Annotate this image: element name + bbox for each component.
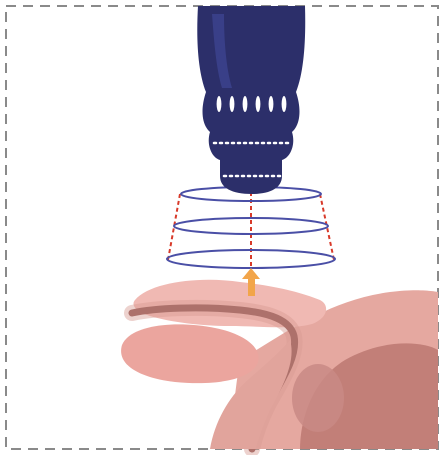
anatomy-cross-section (121, 280, 438, 449)
arrow-shaft (248, 278, 255, 296)
port-slot-2 (230, 96, 235, 112)
port-slot-6 (282, 96, 287, 112)
device-head (197, 6, 305, 194)
organ-ellipse (292, 364, 344, 432)
port-slot-5 (269, 96, 274, 112)
lower-lobe (121, 324, 258, 383)
energy-cone (168, 192, 334, 268)
arrow-head (242, 268, 260, 279)
port-slot-4 (256, 96, 261, 112)
device-body (197, 6, 305, 194)
port-slot-3 (243, 96, 248, 112)
port-slot-1 (217, 96, 222, 112)
